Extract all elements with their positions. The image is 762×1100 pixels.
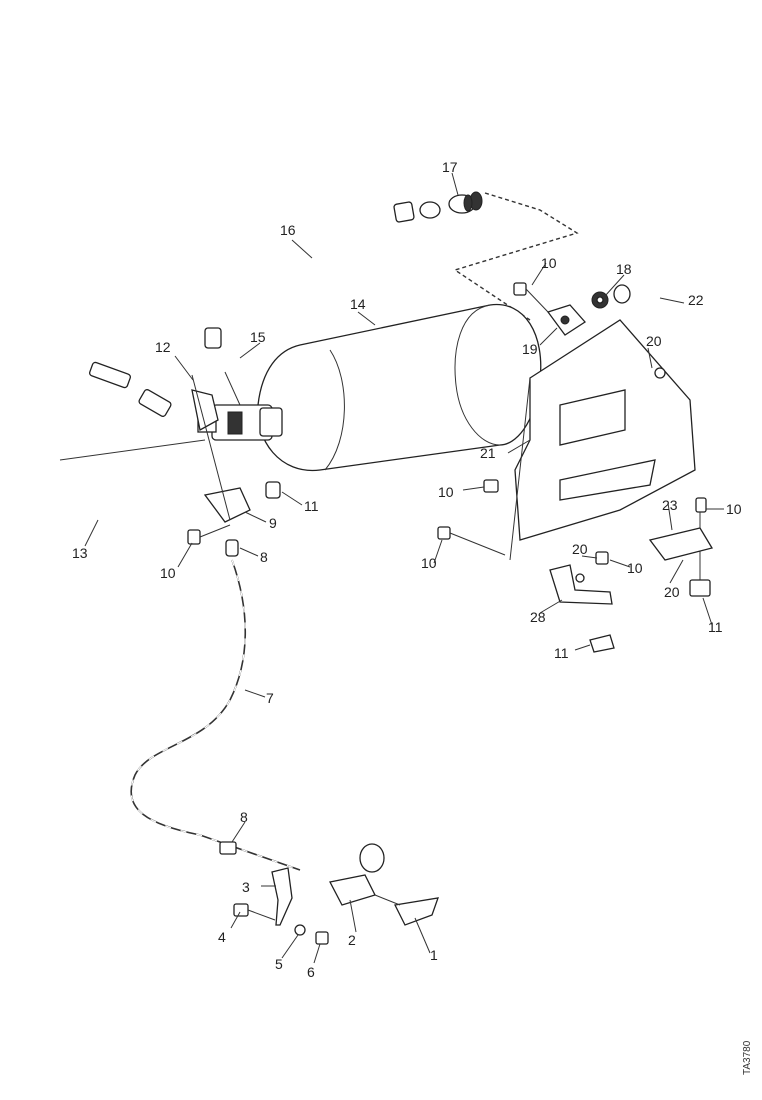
- callout-4: 4: [218, 929, 226, 945]
- fasteners-left: [187, 524, 239, 557]
- callout-10-lowleft: 10: [421, 555, 437, 571]
- fasteners-right: [437, 367, 707, 580]
- callout-14: 14: [350, 296, 366, 312]
- callout-9: 9: [269, 515, 277, 531]
- callout-7: 7: [266, 690, 274, 706]
- bracket-9: [191, 374, 281, 523]
- callout-28: 28: [530, 609, 546, 625]
- hose-16: [204, 201, 415, 349]
- dashed-connection: [453, 192, 579, 321]
- callout-10-mid: 10: [438, 484, 454, 500]
- pipe-22: [591, 284, 714, 460]
- callout-10-top: 10: [541, 255, 557, 271]
- callout-17: 17: [442, 159, 458, 175]
- callout-13: 13: [72, 545, 88, 561]
- callout-11-left: 11: [304, 498, 319, 514]
- drawing-code: TA3780: [742, 1040, 753, 1075]
- callout-11-bottom: 11: [554, 645, 569, 661]
- callout-1: 1: [430, 947, 438, 963]
- callout-10-right: 10: [726, 501, 742, 517]
- fitting-17: [419, 191, 483, 219]
- callout-18: 18: [616, 261, 632, 277]
- callout-15: 15: [250, 329, 266, 345]
- cylinder-14: [257, 303, 542, 472]
- bracket-23: [648, 527, 714, 597]
- callout-23: 23: [662, 497, 678, 513]
- valve-15: [197, 371, 283, 441]
- clip-11: [574, 634, 615, 653]
- callout-21: 21: [480, 445, 496, 461]
- callout-22: 22: [688, 292, 704, 308]
- callout-20-top: 20: [646, 333, 662, 349]
- callout-10-center: 10: [627, 560, 643, 576]
- bracket-28: [549, 564, 613, 605]
- callout-labels: 1 2 3 4 5 6 7 8 8 9 10 10 10 10 10 10 11…: [72, 159, 742, 980]
- release-handle-assembly: [219, 841, 439, 945]
- callout-19: 19: [522, 341, 538, 357]
- callout-8-upper: 8: [260, 549, 268, 565]
- strap-13: [50, 361, 206, 527]
- callout-16: 16: [280, 222, 296, 238]
- plate-21: [509, 319, 696, 561]
- bracket-19: [513, 282, 586, 336]
- callout-2: 2: [348, 932, 356, 948]
- callout-10-left: 10: [160, 565, 176, 581]
- cable-7: [130, 559, 301, 871]
- callout-5: 5: [275, 956, 283, 972]
- leader-lines: [84, 172, 724, 964]
- callout-20-right: 20: [664, 584, 680, 600]
- callout-12: 12: [155, 339, 171, 355]
- callout-8-lower: 8: [240, 809, 248, 825]
- callout-11-right: 11: [708, 619, 723, 635]
- callout-3: 3: [242, 879, 250, 895]
- callout-20-mid: 20: [572, 541, 588, 557]
- callout-6: 6: [307, 964, 315, 980]
